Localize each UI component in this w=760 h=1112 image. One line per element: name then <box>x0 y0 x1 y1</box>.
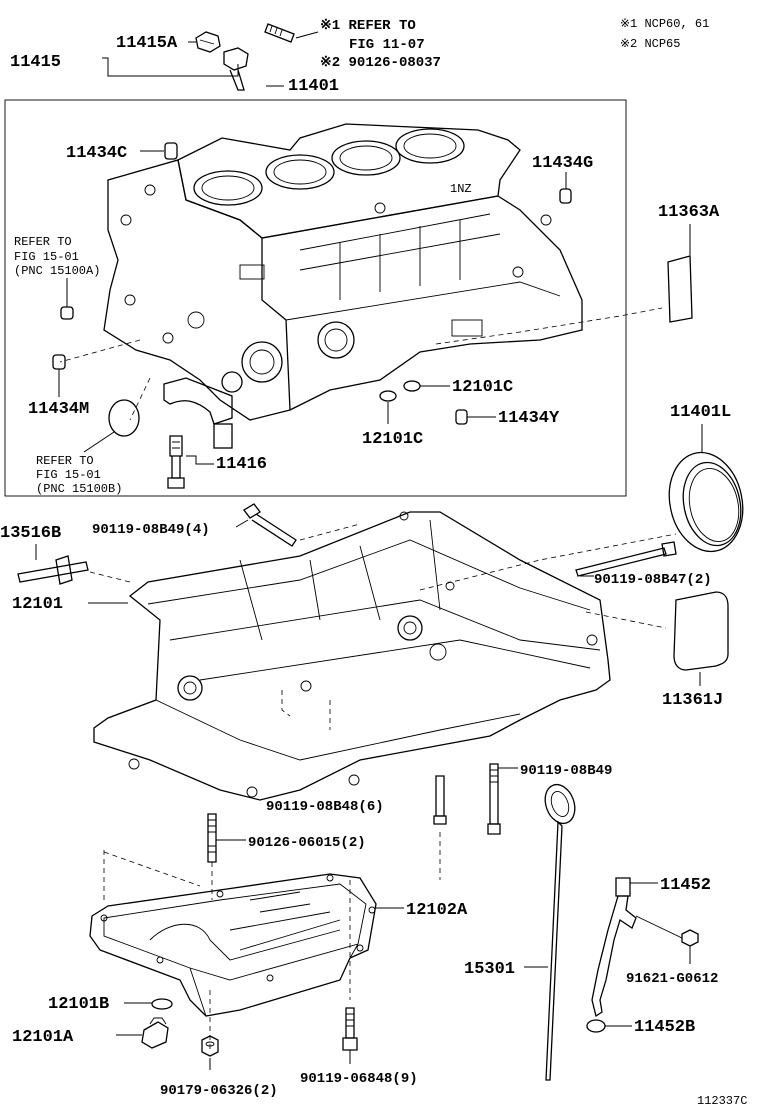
ref-15100A-l2: FIG 15-01 <box>14 250 79 264</box>
label-12101C-b: 12101C <box>362 430 423 449</box>
bearing-cap-11416 <box>163 377 233 489</box>
note-refer-fig: FIG 11-07 <box>349 37 425 53</box>
washer-12101C-a <box>403 380 421 392</box>
ref-15100A-l3: (PNC 15100A) <box>14 264 100 278</box>
label-12102A: 12102A <box>406 901 468 920</box>
label-12101B: 12101B <box>48 995 109 1014</box>
bolt-90119-08B49-4 <box>243 503 297 547</box>
dipstick-15301 <box>544 783 576 1081</box>
bolt-90119-08B47-2 <box>575 541 677 577</box>
label-12101C-a: 12101C <box>452 378 513 397</box>
label-90119-08B49-4: 90119-08B49(4) <box>92 522 210 538</box>
stud-90126-06015-2 <box>207 813 217 863</box>
block-assembly-frame <box>4 99 627 497</box>
oil-pan-upper-12101 <box>93 511 611 801</box>
stud-bolt-top <box>264 23 319 43</box>
pin-11434G <box>559 188 572 204</box>
note-model-2: ※2 NCP65 <box>620 37 680 51</box>
union-11415 <box>223 47 249 91</box>
label-11434C: 11434C <box>66 144 127 163</box>
pin-11434C <box>164 142 178 160</box>
bolt-90119-08B48-6 <box>433 775 447 825</box>
figure-id: 112337C <box>697 1094 747 1108</box>
label-12101: 12101 <box>12 595 63 614</box>
engine-mark: 1NZ <box>450 182 472 196</box>
washer-12101C-b <box>379 390 397 402</box>
bolt-90119-08B49 <box>487 763 501 835</box>
label-91621-G0612: 91621-G0612 <box>626 971 718 987</box>
label-11416: 11416 <box>216 455 267 474</box>
ref-15100B-l1: REFER TO <box>36 454 94 468</box>
nut-90179-06326-2 <box>201 1035 219 1057</box>
ref-15100B-l2: FIG 15-01 <box>36 468 101 482</box>
note-2-part: ※2 90126-08037 <box>320 55 441 71</box>
pin-11434Y <box>455 409 468 425</box>
label-11452: 11452 <box>660 876 711 895</box>
label-90119-06848-9: 90119-06848(9) <box>300 1071 418 1087</box>
label-90179-06326-2: 90179-06326(2) <box>160 1083 278 1099</box>
label-90119-08B47-2: 90119-08B47(2) <box>594 572 712 588</box>
o-ring-11452B <box>586 1019 606 1033</box>
note-model-1: ※1 NCP60, 61 <box>620 17 709 31</box>
bolt-90119-06848-9 <box>342 1007 358 1051</box>
cylinder-block-11401: 1NZ <box>103 123 583 421</box>
label-90126-06015-2: 90126-06015(2) <box>248 835 366 851</box>
drain-plug-12101A <box>141 1017 169 1049</box>
gasket-12101B <box>151 998 173 1010</box>
note-refer-1: ※1 REFER TO <box>320 18 416 34</box>
pin-11434M <box>52 354 66 370</box>
guide-11452 <box>591 877 637 1018</box>
pin-ref-15100A <box>60 306 74 320</box>
ref-15100B-l3: (PNC 15100B) <box>36 482 122 496</box>
label-11361J: 11361J <box>662 691 723 710</box>
label-12101A: 12101A <box>12 1028 74 1047</box>
label-11452B: 11452B <box>634 1018 695 1037</box>
label-90119-08B49: 90119-08B49 <box>520 763 612 779</box>
label-15301: 15301 <box>464 960 515 979</box>
oil-seal-11401L <box>668 451 744 553</box>
ref-15100A-l1: REFER TO <box>14 235 72 249</box>
shaft-13516B <box>17 555 89 585</box>
oil-pan-12102A <box>89 873 377 1017</box>
label-11434Y: 11434Y <box>498 409 560 428</box>
label-11401L: 11401L <box>670 403 731 422</box>
label-11363A: 11363A <box>658 203 720 222</box>
label-13516B: 13516B <box>0 524 61 543</box>
cover-11361J <box>673 591 729 671</box>
gasket-ref-15100B <box>108 399 140 437</box>
bolt-91621-G0612 <box>635 915 699 947</box>
label-11401: 11401 <box>288 77 339 96</box>
label-11434G: 11434G <box>532 154 593 173</box>
plug-11415A <box>195 31 221 53</box>
label-90119-08B48-6: 90119-08B48(6) <box>266 799 384 815</box>
label-11415A: 11415A <box>116 34 178 53</box>
label-11434M: 11434M <box>28 400 89 419</box>
label-11415: 11415 <box>10 53 61 72</box>
seal-11363A <box>667 255 693 323</box>
